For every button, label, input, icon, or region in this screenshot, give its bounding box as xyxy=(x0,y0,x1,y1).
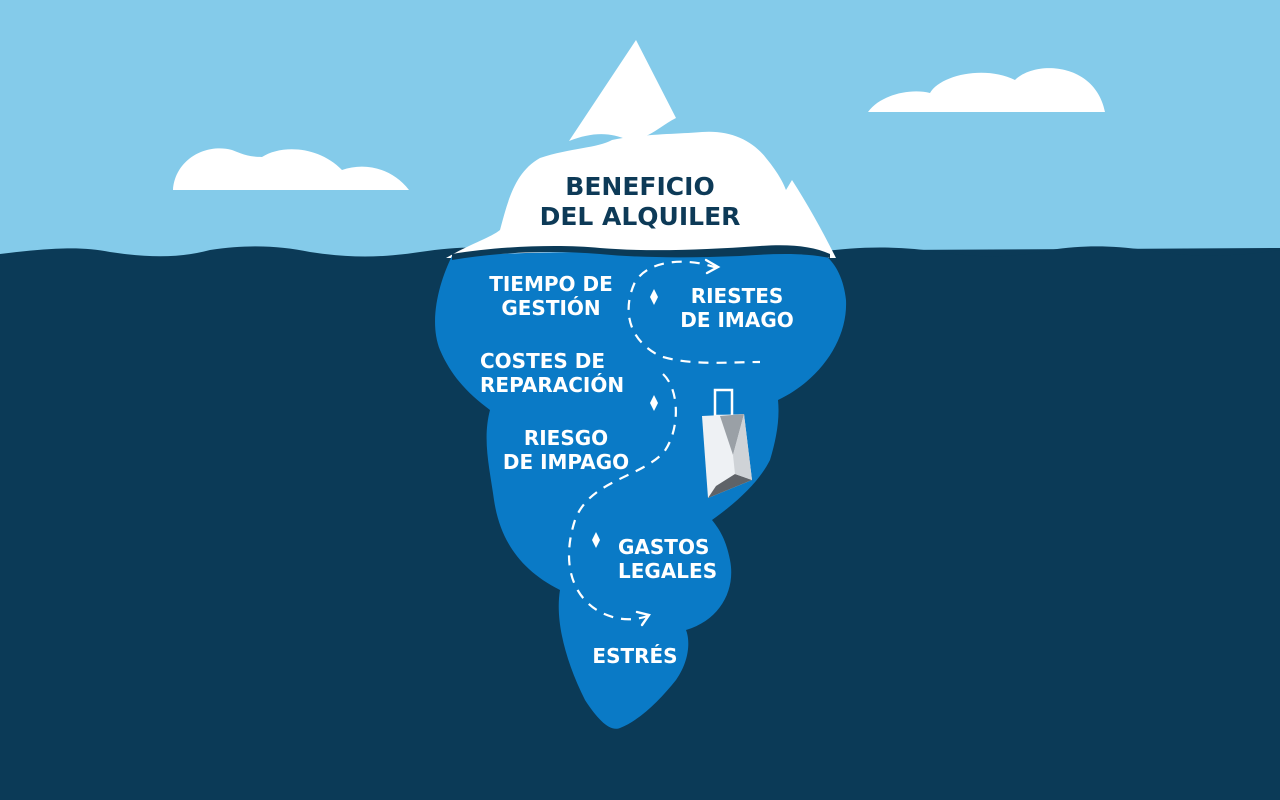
cloud-icon xyxy=(868,68,1105,112)
label-gastos-legales: GASTOS LEGALES xyxy=(618,535,718,583)
suitcase-icon xyxy=(702,388,752,498)
label-costes-de-reparacion: COSTES DE REPARACIÓN xyxy=(480,349,625,397)
waterline xyxy=(452,245,830,260)
cloud-icon xyxy=(173,148,409,190)
iceberg-peak xyxy=(569,40,676,141)
label-estres: ESTRÉS xyxy=(592,644,678,668)
diamond-icon xyxy=(650,395,658,411)
title-line-2: DEL ALQUILER xyxy=(539,202,741,231)
title-line-1: BENEFICIO xyxy=(565,172,715,201)
arrow-icon xyxy=(635,610,651,627)
label-tiempo-de-gestion: TIEMPO DE GESTIÓN xyxy=(489,272,613,320)
dashed-path xyxy=(567,373,677,621)
arrow-icon xyxy=(704,258,721,275)
iceberg-above-water xyxy=(446,131,836,258)
deep-water-wave-right xyxy=(820,246,1280,300)
diamond-icon xyxy=(592,532,600,548)
label-riestes-de-imago: RIESTES DE IMAGO xyxy=(680,284,794,332)
dashed-path xyxy=(627,260,761,364)
iceberg-title: BENEFICIO DEL ALQUILER xyxy=(520,172,760,232)
diamond-icon xyxy=(650,289,658,305)
label-riesgo-de-impago: RIESGO DE IMPAGO xyxy=(502,426,630,474)
iceberg-underwater xyxy=(435,250,847,729)
